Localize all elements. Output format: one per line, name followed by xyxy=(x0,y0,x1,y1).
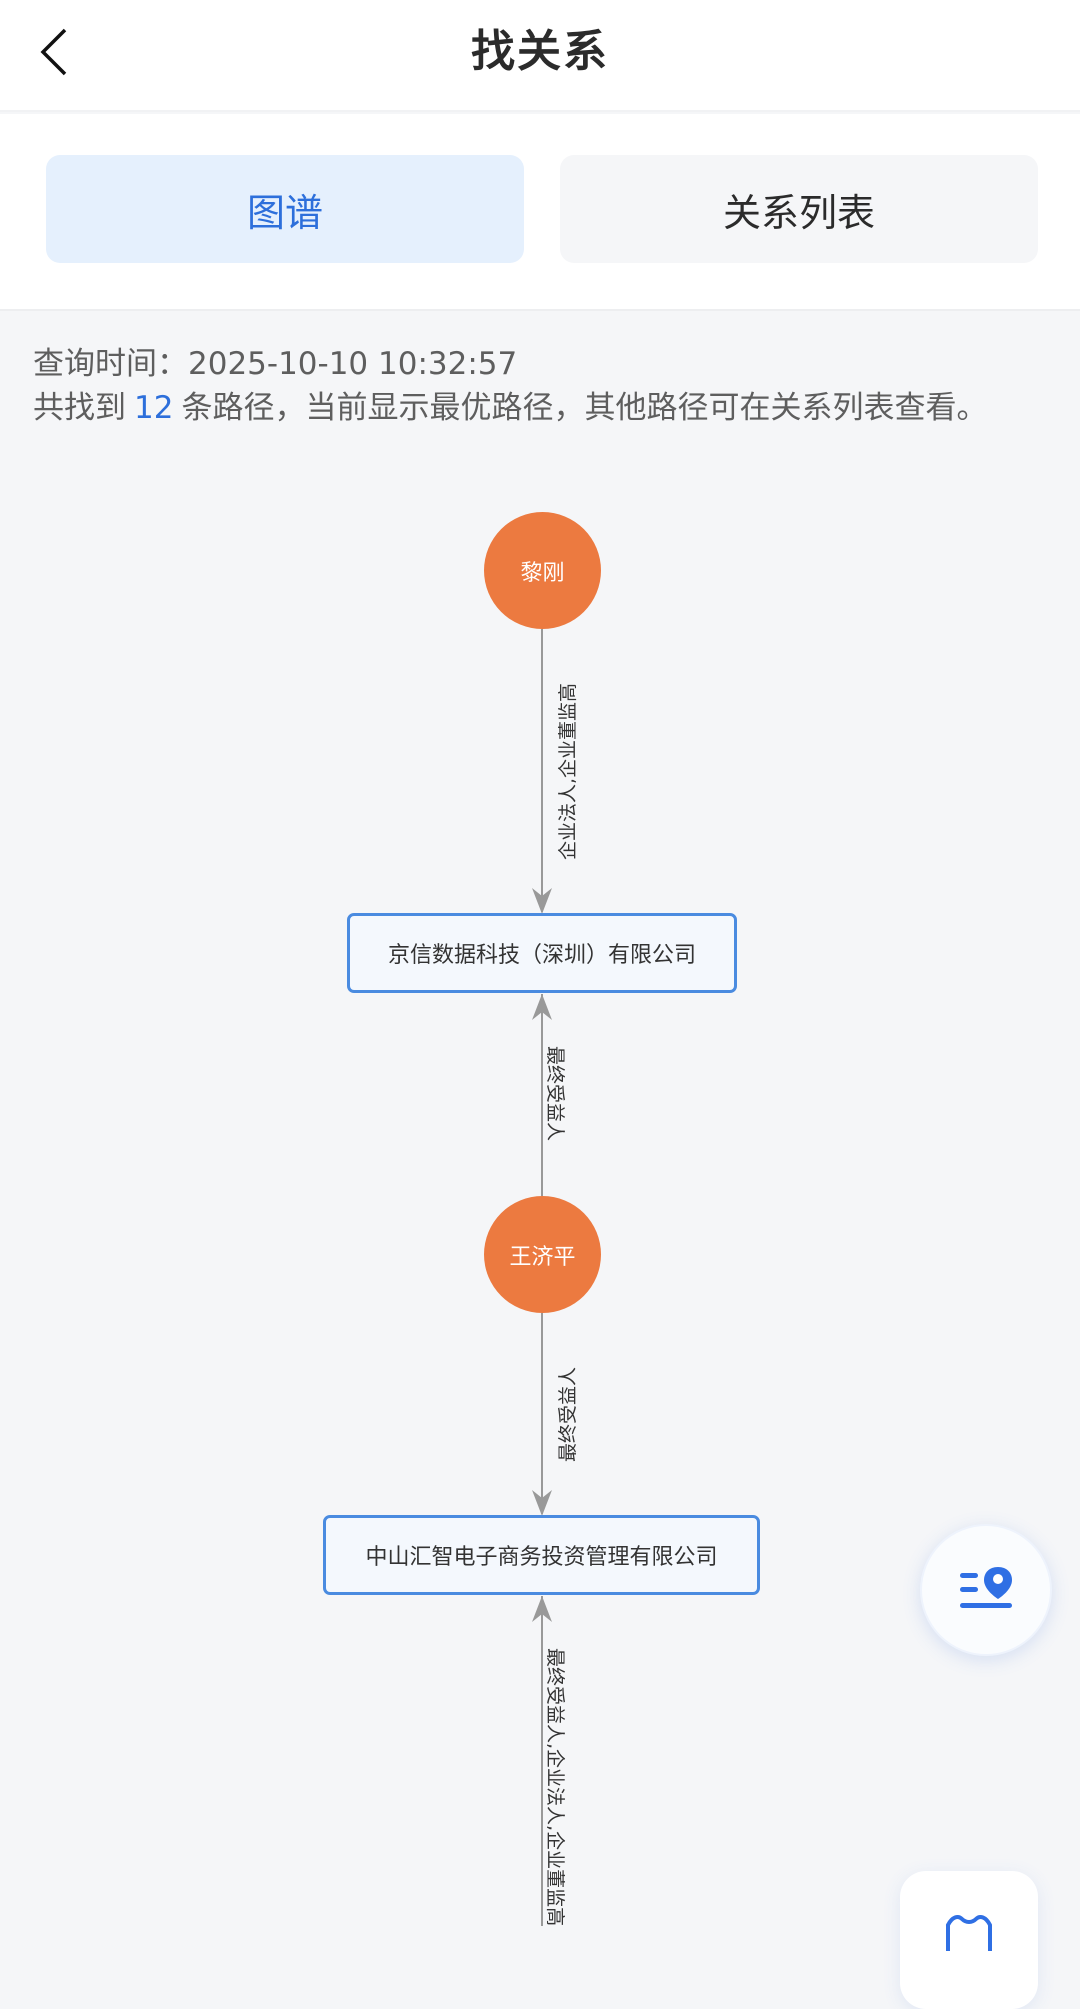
path-count: 12 xyxy=(134,390,174,426)
found-prefix: 共找到 xyxy=(33,390,126,426)
edge-label: 企业法人,企业董监高 xyxy=(557,682,579,860)
query-time-value: 2025-10-10 10:32:57 xyxy=(188,346,518,382)
app-header: 找关系 xyxy=(0,0,1080,112)
path-locate-button[interactable] xyxy=(920,1524,1052,1656)
query-time: 查询时间：2025-10-10 10:32:57 xyxy=(33,342,1053,386)
tab-relation-list[interactable]: 关系列表 xyxy=(560,155,1038,263)
edge-label: 最终受益人,企业法人,企业董监高 xyxy=(544,1648,566,1927)
edge-label: 最终受益人 xyxy=(544,1046,566,1142)
edge-line xyxy=(541,629,543,912)
found-suffix: 条路径，当前显示最优路径，其他路径可在关系列表查看。 xyxy=(181,390,988,426)
arrow-down-icon xyxy=(532,1490,552,1516)
person-node[interactable]: 王济平 xyxy=(484,1196,601,1313)
chevron-left-icon xyxy=(40,28,67,76)
view-tabs: 图谱 关系列表 xyxy=(0,114,1080,311)
edge-line xyxy=(541,1596,543,1926)
person-node[interactable]: 黎刚 xyxy=(484,512,601,629)
arrow-up-icon xyxy=(532,1596,552,1622)
relation-graph[interactable]: 企业法人,企业董监高 黎刚 京信数据科技（深圳）有限公司 最终受益人 王济平 最… xyxy=(0,0,1080,1926)
edge-line xyxy=(541,994,543,1196)
arrow-up-icon xyxy=(532,994,552,1020)
tab-graph[interactable]: 图谱 xyxy=(46,155,524,263)
shield-button[interactable] xyxy=(900,1871,1038,2009)
company-node[interactable]: 京信数据科技（深圳）有限公司 xyxy=(347,913,737,993)
edge-line xyxy=(541,1313,543,1514)
page-title: 找关系 xyxy=(471,26,609,77)
company-node[interactable]: 中山汇智电子商务投资管理有限公司 xyxy=(323,1515,760,1595)
list-location-icon xyxy=(960,1567,1012,1608)
shield-icon xyxy=(946,1915,992,1951)
edge-label: 最终受益人 xyxy=(557,1366,579,1462)
query-time-label: 查询时间： xyxy=(33,346,188,382)
arrow-down-icon xyxy=(532,888,552,914)
back-button[interactable] xyxy=(28,22,80,82)
